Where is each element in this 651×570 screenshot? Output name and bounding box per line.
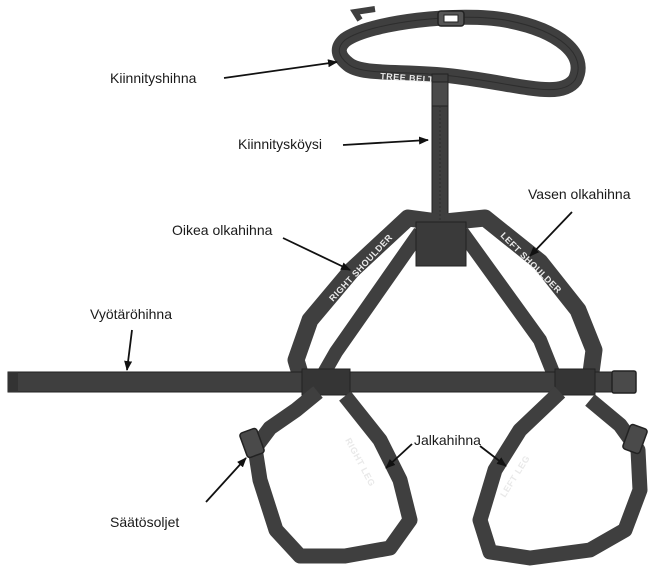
arrow-tether bbox=[342, 136, 429, 146]
right-leg-print: RIGHT LEG bbox=[343, 436, 377, 488]
waist-belt-strap bbox=[7, 368, 637, 396]
arrow-waist-belt bbox=[124, 329, 133, 371]
callout-arrows bbox=[124, 59, 573, 503]
arrow-tree-belt bbox=[223, 59, 338, 79]
tree-belt-buckle bbox=[350, 6, 465, 27]
label-waist-belt: Vyötäröhihna bbox=[90, 306, 172, 322]
label-tether: Kiinnitysköysi bbox=[238, 136, 323, 152]
right-leg-buckle bbox=[239, 427, 265, 459]
arrow-buckles bbox=[205, 457, 247, 503]
arrow-leg-left bbox=[479, 445, 507, 467]
label-right-shoulder: Oikea olkahihna bbox=[172, 222, 273, 238]
arrow-right-shoulder bbox=[282, 237, 351, 271]
back-strap-cross bbox=[313, 221, 563, 384]
tether-strap bbox=[431, 73, 449, 225]
right-leg-strap: RIGHT LEG bbox=[239, 386, 418, 564]
left-leg-buckle bbox=[622, 423, 648, 455]
tree-belt-strap: TREE BELT bbox=[331, 6, 586, 98]
arrow-left-shoulder bbox=[529, 211, 573, 257]
label-leg-strap: Jalkahihna bbox=[414, 432, 481, 448]
label-left-shoulder: Vasen olkahihna bbox=[528, 186, 631, 202]
tree-belt-print: TREE BELT bbox=[380, 71, 434, 85]
left-leg-strap: LEFT LEG bbox=[472, 386, 648, 566]
label-buckles: Säätösoljet bbox=[110, 514, 180, 530]
label-tree-belt: Kiinnityshihna bbox=[110, 70, 197, 86]
arrow-leg-right bbox=[385, 443, 413, 469]
